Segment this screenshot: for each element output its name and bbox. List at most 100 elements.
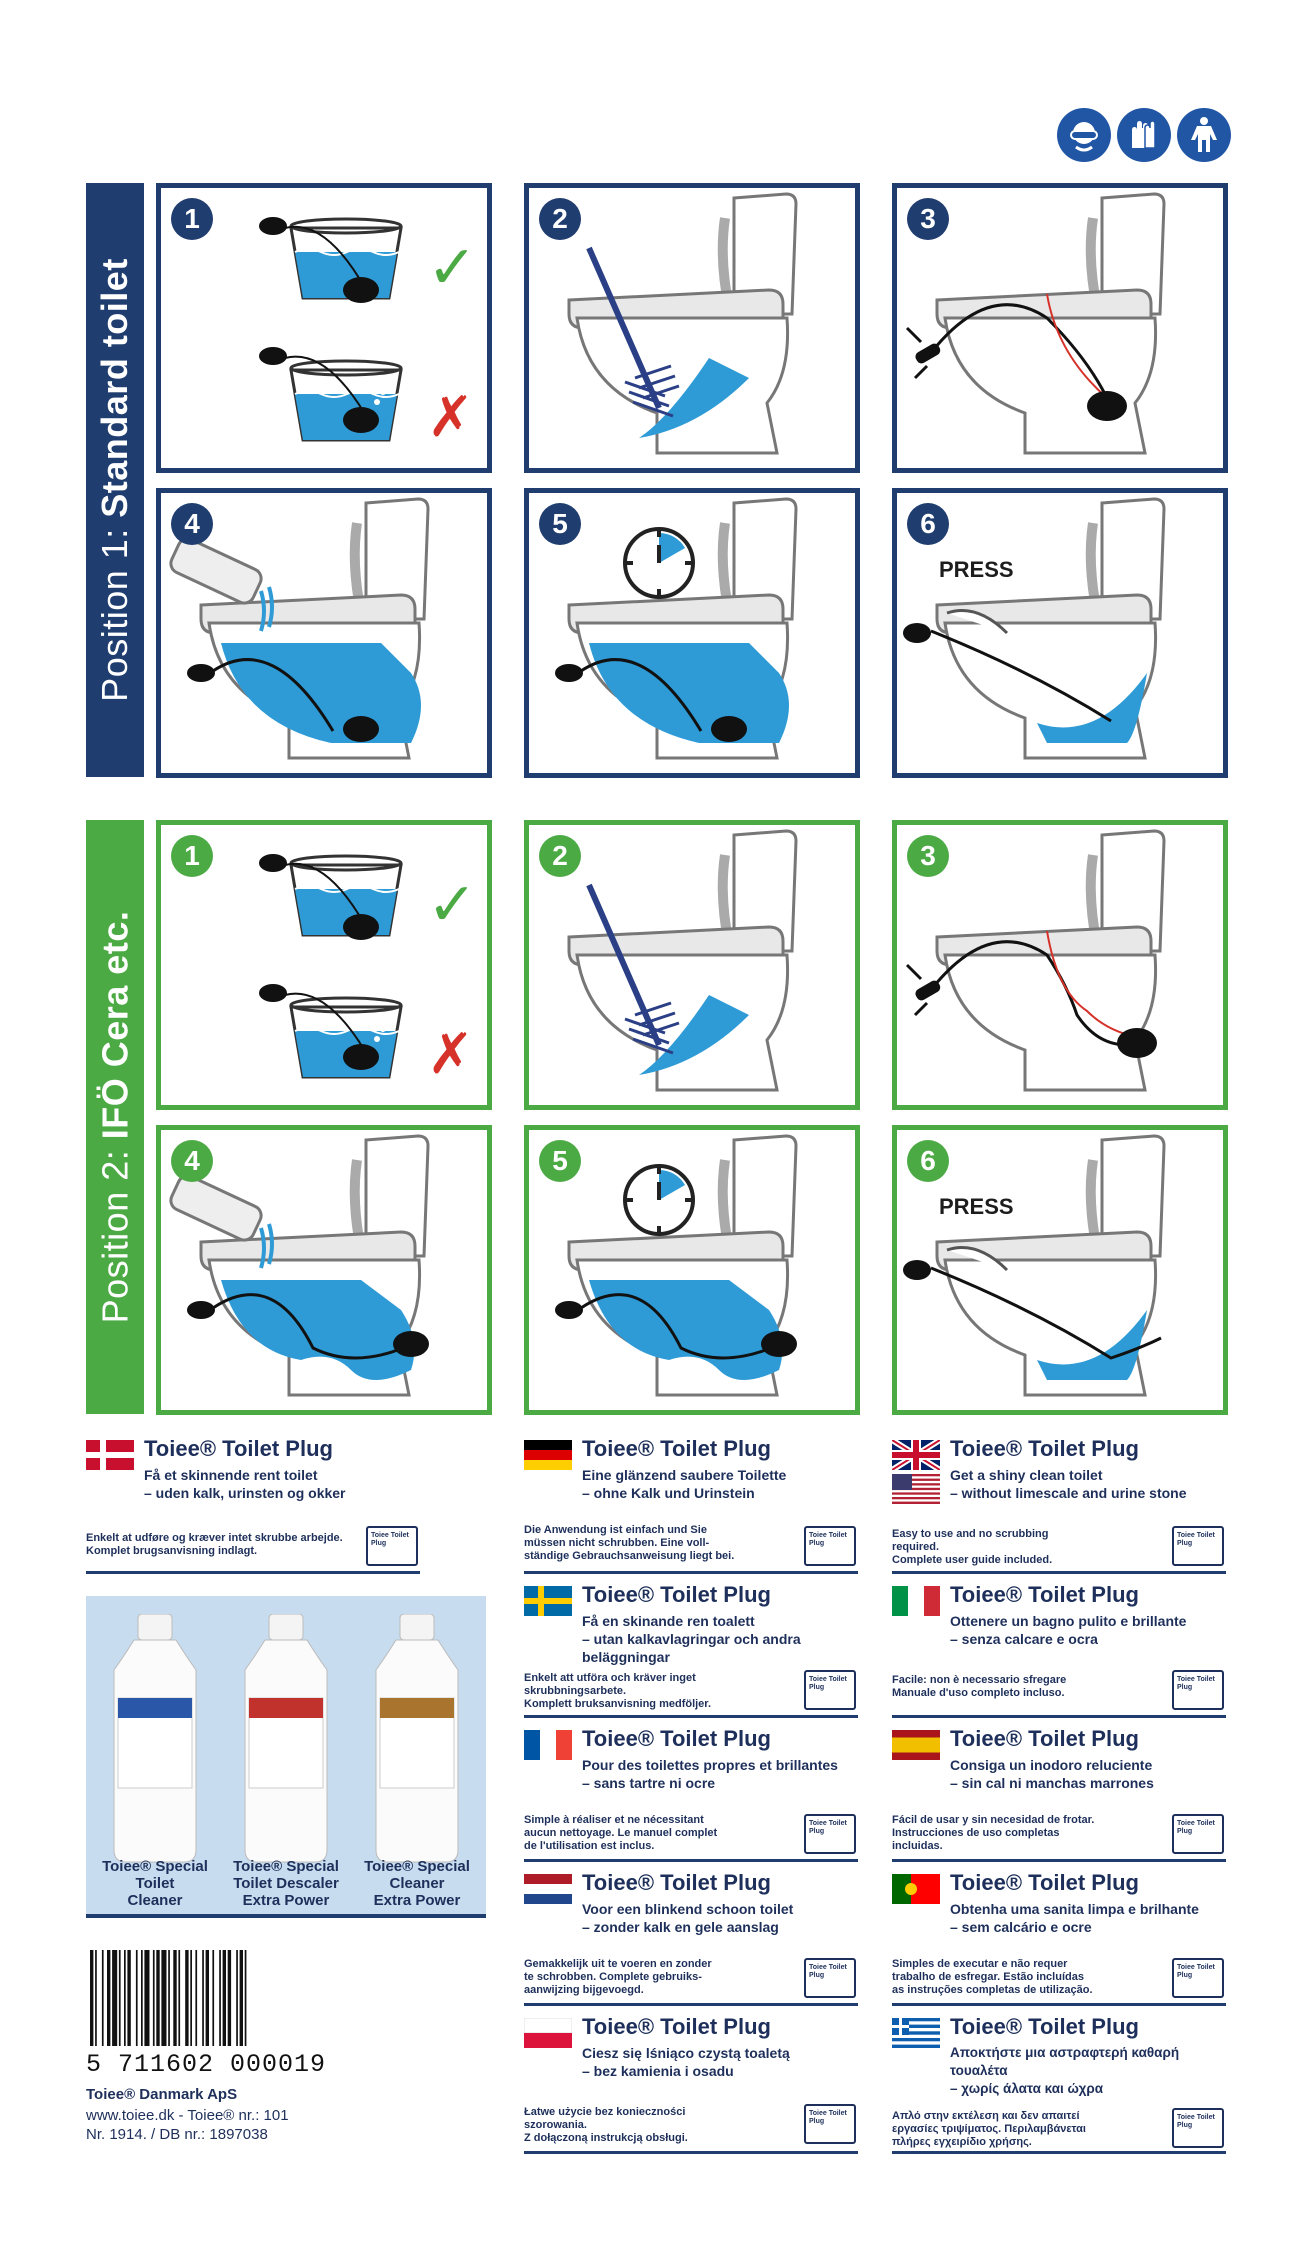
barcode-bar <box>152 1950 155 2046</box>
barcode-bar <box>168 1950 170 2046</box>
pour-cleaner-illustration <box>169 493 487 773</box>
wait-timer-illustration <box>555 493 855 773</box>
lang-block-pt: Toiee® Toilet Plug Obtenha uma sanita li… <box>892 1870 1226 2006</box>
coverall-icon <box>1177 108 1231 162</box>
flag-france-icon <box>524 1730 572 1760</box>
product-name: Toiee® Special Cleaner Extra Power <box>364 1858 470 1909</box>
lang-block-fr: Toiee® Toilet Plug Pour des toilettes pr… <box>524 1726 858 1862</box>
barcode-bar <box>244 1950 247 2046</box>
lang-block-en: Toiee® Toilet Plug Get a shiny clean toi… <box>892 1436 1226 1574</box>
goggles-icon <box>1057 108 1111 162</box>
position-2-label: Position 2: <box>94 1139 136 1324</box>
step-number: 6 <box>907 1140 949 1182</box>
product-name: Toiee® Special Toilet Descaler Extra Pow… <box>233 1858 339 1909</box>
check-mark: ✓ <box>427 233 477 303</box>
product-title: Toiee® Toilet Plug <box>582 1870 771 1895</box>
flag-greece-icon <box>892 2018 940 2048</box>
barcode-bar <box>178 1950 181 2046</box>
barcode-bar <box>227 1950 232 2046</box>
product-tagline: Få et skinnende rent toilet – uden kalk,… <box>144 1467 346 1501</box>
manual-book-icon: Toiee Toilet Plug <box>1172 1958 1224 1998</box>
barcode-bar <box>144 1950 150 2046</box>
company-details: www.toiee.dk - Toiee® nr.: 101 Nr. 1914.… <box>86 2106 289 2144</box>
product-tagline: Pour des toilettes propres et brillantes… <box>582 1757 838 1791</box>
product-title: Toiee® Toilet Plug <box>950 1582 1139 1607</box>
product-showcase: Toiee® Special Toilet Cleaner Toiee® Spe… <box>86 1596 486 1918</box>
product-title: Toiee® Toilet Plug <box>582 2014 771 2039</box>
company-name: Toiee® Danmark ApS <box>86 2086 238 2103</box>
flag-uk-icon <box>892 1440 940 1470</box>
step-panel-p2-6: 6 PRESS <box>892 1125 1228 1415</box>
insert-plug-illustration <box>905 825 1223 1105</box>
barcode-bar <box>222 1950 226 2046</box>
product-description: Simple à réaliser et ne nécessitant aucu… <box>524 1814 718 1852</box>
step-panel-p1-5: 5 <box>524 488 860 778</box>
step-number: 2 <box>539 198 581 240</box>
lang-block-de: Toiee® Toilet Plug Eine glänzend saubere… <box>524 1436 858 1574</box>
barcode-bar <box>124 1950 126 2046</box>
step-number: 3 <box>907 198 949 240</box>
manual-book-icon: Toiee Toilet Plug <box>804 1958 856 1998</box>
company-db-line: Nr. 1914. / DB nr.: 1897038 <box>86 2126 268 2143</box>
barcode-bar <box>141 1950 143 2046</box>
product-title: Toiee® Toilet Plug <box>950 2014 1139 2039</box>
product-description: Fácil de usar y sin necesidad de frotar.… <box>892 1814 1095 1852</box>
barcode-bar <box>195 1950 198 2046</box>
product-description: Enkelt att utföra och kräver inget skrub… <box>524 1672 712 1710</box>
safety-icons <box>1057 108 1231 162</box>
lang-block-gr: Toiee® Toilet Plug Αποκτήστε μια αστραφτ… <box>892 2014 1226 2154</box>
barcode-bar <box>135 1950 138 2046</box>
manual-book-icon: Toiee Toilet Plug <box>1172 1814 1224 1854</box>
product-description: Facile: non è necessario sfregare Manual… <box>892 1674 1067 1699</box>
press-release-illustration <box>903 1130 1223 1410</box>
step-number: 4 <box>171 503 213 545</box>
step-panel-p2-2: 2 <box>524 820 860 1110</box>
press-release-illustration <box>903 493 1223 773</box>
step-panel-p2-1: 1 ✓ ✗ <box>156 820 492 1110</box>
product-description: Gemakkelijk uit te voeren en zonder te s… <box>524 1958 712 1996</box>
position-1-name: Standard toilet <box>94 258 136 518</box>
product-tagline: Αποκτήστε μια αστραφτερή καθαρή τουαλέτα… <box>950 2045 1180 2096</box>
barcode-bar <box>127 1950 131 2046</box>
lang-block-sv: Toiee® Toilet Plug Få en skinande ren to… <box>524 1582 858 1718</box>
flag-netherlands-icon <box>524 1874 572 1904</box>
step-number: 3 <box>907 835 949 877</box>
product-description: Απλό στην εκτέλεση και δεν απαιτεί εργασ… <box>892 2110 1086 2148</box>
plug-float-test-illustration: ✓ ✗ <box>259 217 477 450</box>
product-tagline: Get a shiny clean toilet – without limes… <box>950 1467 1187 1501</box>
barcode-bar <box>107 1950 111 2046</box>
flag-poland-icon <box>524 2018 572 2048</box>
bottle-image <box>244 1614 328 1863</box>
barcode-bar <box>212 1950 215 2046</box>
product-description: Enkelt at udføre og kræver intet skrubbe… <box>86 1532 343 1557</box>
gloves-icon <box>1117 108 1171 162</box>
manual-book-icon: Toiee Toilet Plug <box>804 2104 856 2144</box>
step-number: 5 <box>539 503 581 545</box>
step-number: 1 <box>171 835 213 877</box>
position-1-label: Position 1: <box>94 517 136 702</box>
brush-cleaning-illustration <box>529 188 855 468</box>
step-panel-p2-4: 4 <box>156 1125 492 1415</box>
product-title: Toiee® Toilet Plug <box>144 1436 333 1461</box>
barcode-bar <box>112 1950 118 2046</box>
step-panel-p1-1: 1 ✓ ✗ <box>156 183 492 473</box>
product-tagline: Obtenha uma sanita limpa e brilhante – s… <box>950 1901 1199 1935</box>
barcode-bar <box>95 1950 97 2046</box>
barcode-bar <box>219 1950 221 2046</box>
barcode-bar <box>161 1950 167 2046</box>
brush-cleaning-illustration <box>529 825 855 1105</box>
step-panel-p2-3: 3 <box>892 820 1228 1110</box>
step-panel-p1-2: 2 <box>524 183 860 473</box>
flag-spain-icon <box>892 1730 940 1760</box>
barcode-bar <box>185 1950 189 2046</box>
lang-block-da: Toiee® Toilet Plug Få et skinnende rent … <box>86 1436 420 1574</box>
bottle-image <box>375 1614 459 1863</box>
step-panel-p1-6: 6 PRESS <box>892 488 1228 778</box>
press-label: PRESS <box>939 1194 1014 1219</box>
product-tagline: Ottenere un bagno pulito e brillante – s… <box>950 1613 1187 1647</box>
product-tagline: Ciesz się lśniąco czystą toaletą – bez k… <box>582 2045 790 2079</box>
lang-block-it: Toiee® Toilet Plug Ottenere un bagno pul… <box>892 1582 1226 1718</box>
step-number: 6 <box>907 503 949 545</box>
barcode-number: 5 711602 000019 <box>86 2050 327 2079</box>
barcode <box>90 1950 247 2046</box>
